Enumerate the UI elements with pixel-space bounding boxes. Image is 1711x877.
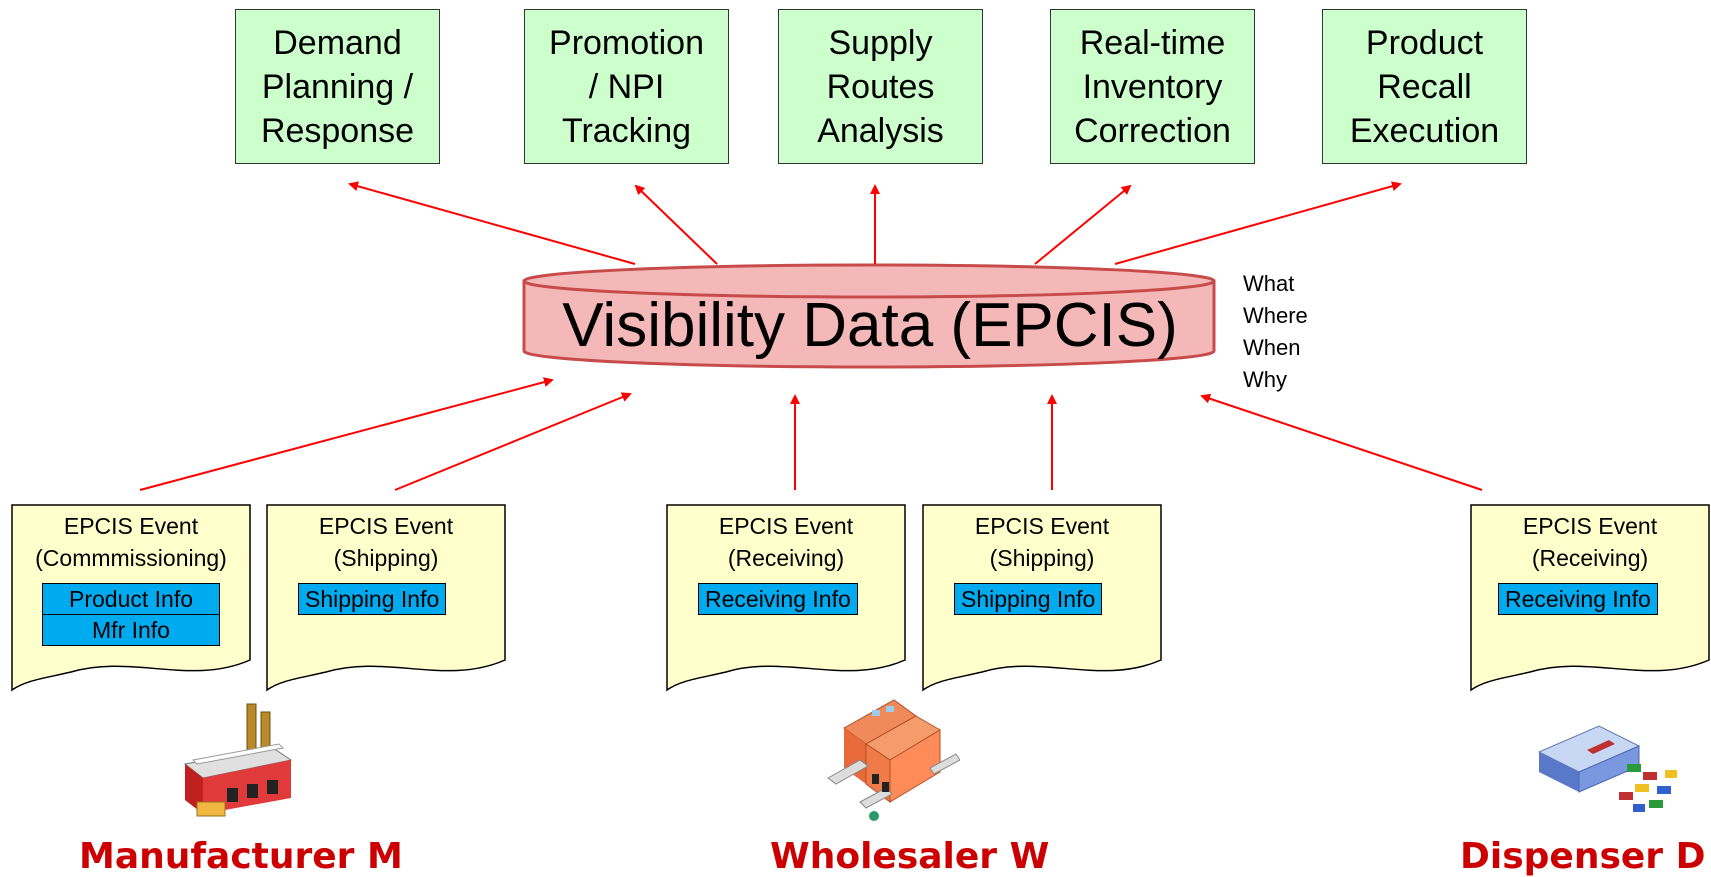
info-box-receiving: Receiving Info (1498, 583, 1658, 615)
app-label: Promotion / NPI Tracking (549, 23, 704, 150)
event-title: EPCIS Event (Receiving) (718, 513, 854, 571)
info-stack: Shipping Info (298, 583, 447, 615)
event-title: EPCIS Event (Commmissioning) (35, 513, 227, 571)
party-label-dispenser: Dispenser D (1460, 836, 1706, 877)
arrow-to-promotion-tracking (634, 184, 718, 265)
event-wholesaler-receiving: EPCIS Event (Receiving) Receiving Info (666, 504, 906, 694)
event-dispenser-receiving: EPCIS Event (Receiving) Receiving Info (1470, 504, 1710, 694)
party-label-wholesaler: Wholesaler W (770, 836, 1050, 877)
arrow-from-commissioning (139, 377, 554, 491)
dimension-what: What (1243, 271, 1295, 296)
party-label-manufacturer: Manufacturer M (79, 836, 403, 877)
info-stack: Receiving Info (1498, 583, 1658, 615)
event-title: EPCIS Event (Shipping) (974, 513, 1110, 571)
arrow-to-demand-planning (348, 181, 636, 265)
app-label: Product Recall Execution (1349, 23, 1500, 150)
info-box-shipping: Shipping Info (954, 583, 1103, 615)
event-mfr-shipping: EPCIS Event (Shipping) Shipping Info (266, 504, 506, 694)
dimension-why: Why (1243, 367, 1287, 392)
app-product-recall: Product Recall Execution (1322, 9, 1527, 164)
info-box-mfr: Mfr Info (42, 613, 220, 646)
info-box-shipping: Shipping Info (298, 583, 447, 615)
app-promotion-tracking: Promotion / NPI Tracking (524, 9, 729, 164)
event-wholesaler-shipping: EPCIS Event (Shipping) Shipping Info (922, 504, 1162, 694)
pharmacy-icon (1537, 725, 1677, 812)
app-label: Supply Routes Analysis (817, 23, 944, 150)
database-label: Visibility Data (EPCIS) (562, 291, 1178, 360)
info-stack: Shipping Info (954, 583, 1103, 615)
event-commissioning: EPCIS Event (Commmissioning) Product Inf… (11, 504, 251, 694)
arrow-to-product-recall (1114, 181, 1402, 265)
event-title: EPCIS Event (Shipping) (318, 513, 454, 571)
arrow-from-dispenser-receiving (1200, 393, 1483, 491)
info-stack: Product Info Mfr Info (42, 583, 220, 646)
app-supply-routes: Supply Routes Analysis (778, 9, 983, 164)
factory-icon (183, 703, 293, 817)
app-inventory-correction: Real-time Inventory Correction (1050, 9, 1255, 164)
app-label: Real-time Inventory Correction (1074, 23, 1231, 150)
info-box-product: Product Info (42, 583, 220, 615)
arrow-to-inventory-correction (1034, 184, 1132, 265)
event-title: EPCIS Event (Receiving) (1522, 513, 1658, 571)
info-stack: Receiving Info (698, 583, 858, 615)
dimension-when: When (1243, 335, 1301, 360)
app-demand-planning: Demand Planning / Response (235, 9, 440, 164)
arrow-from-mfr-shipping (394, 392, 632, 491)
event-dimensions: What Where When Why (1243, 268, 1308, 396)
database-cylinder (522, 263, 1216, 369)
info-box-receiving: Receiving Info (698, 583, 858, 615)
app-label: Demand Planning / Response (260, 23, 415, 150)
dimension-where: Where (1243, 303, 1308, 328)
warehouse-icon (827, 699, 960, 821)
